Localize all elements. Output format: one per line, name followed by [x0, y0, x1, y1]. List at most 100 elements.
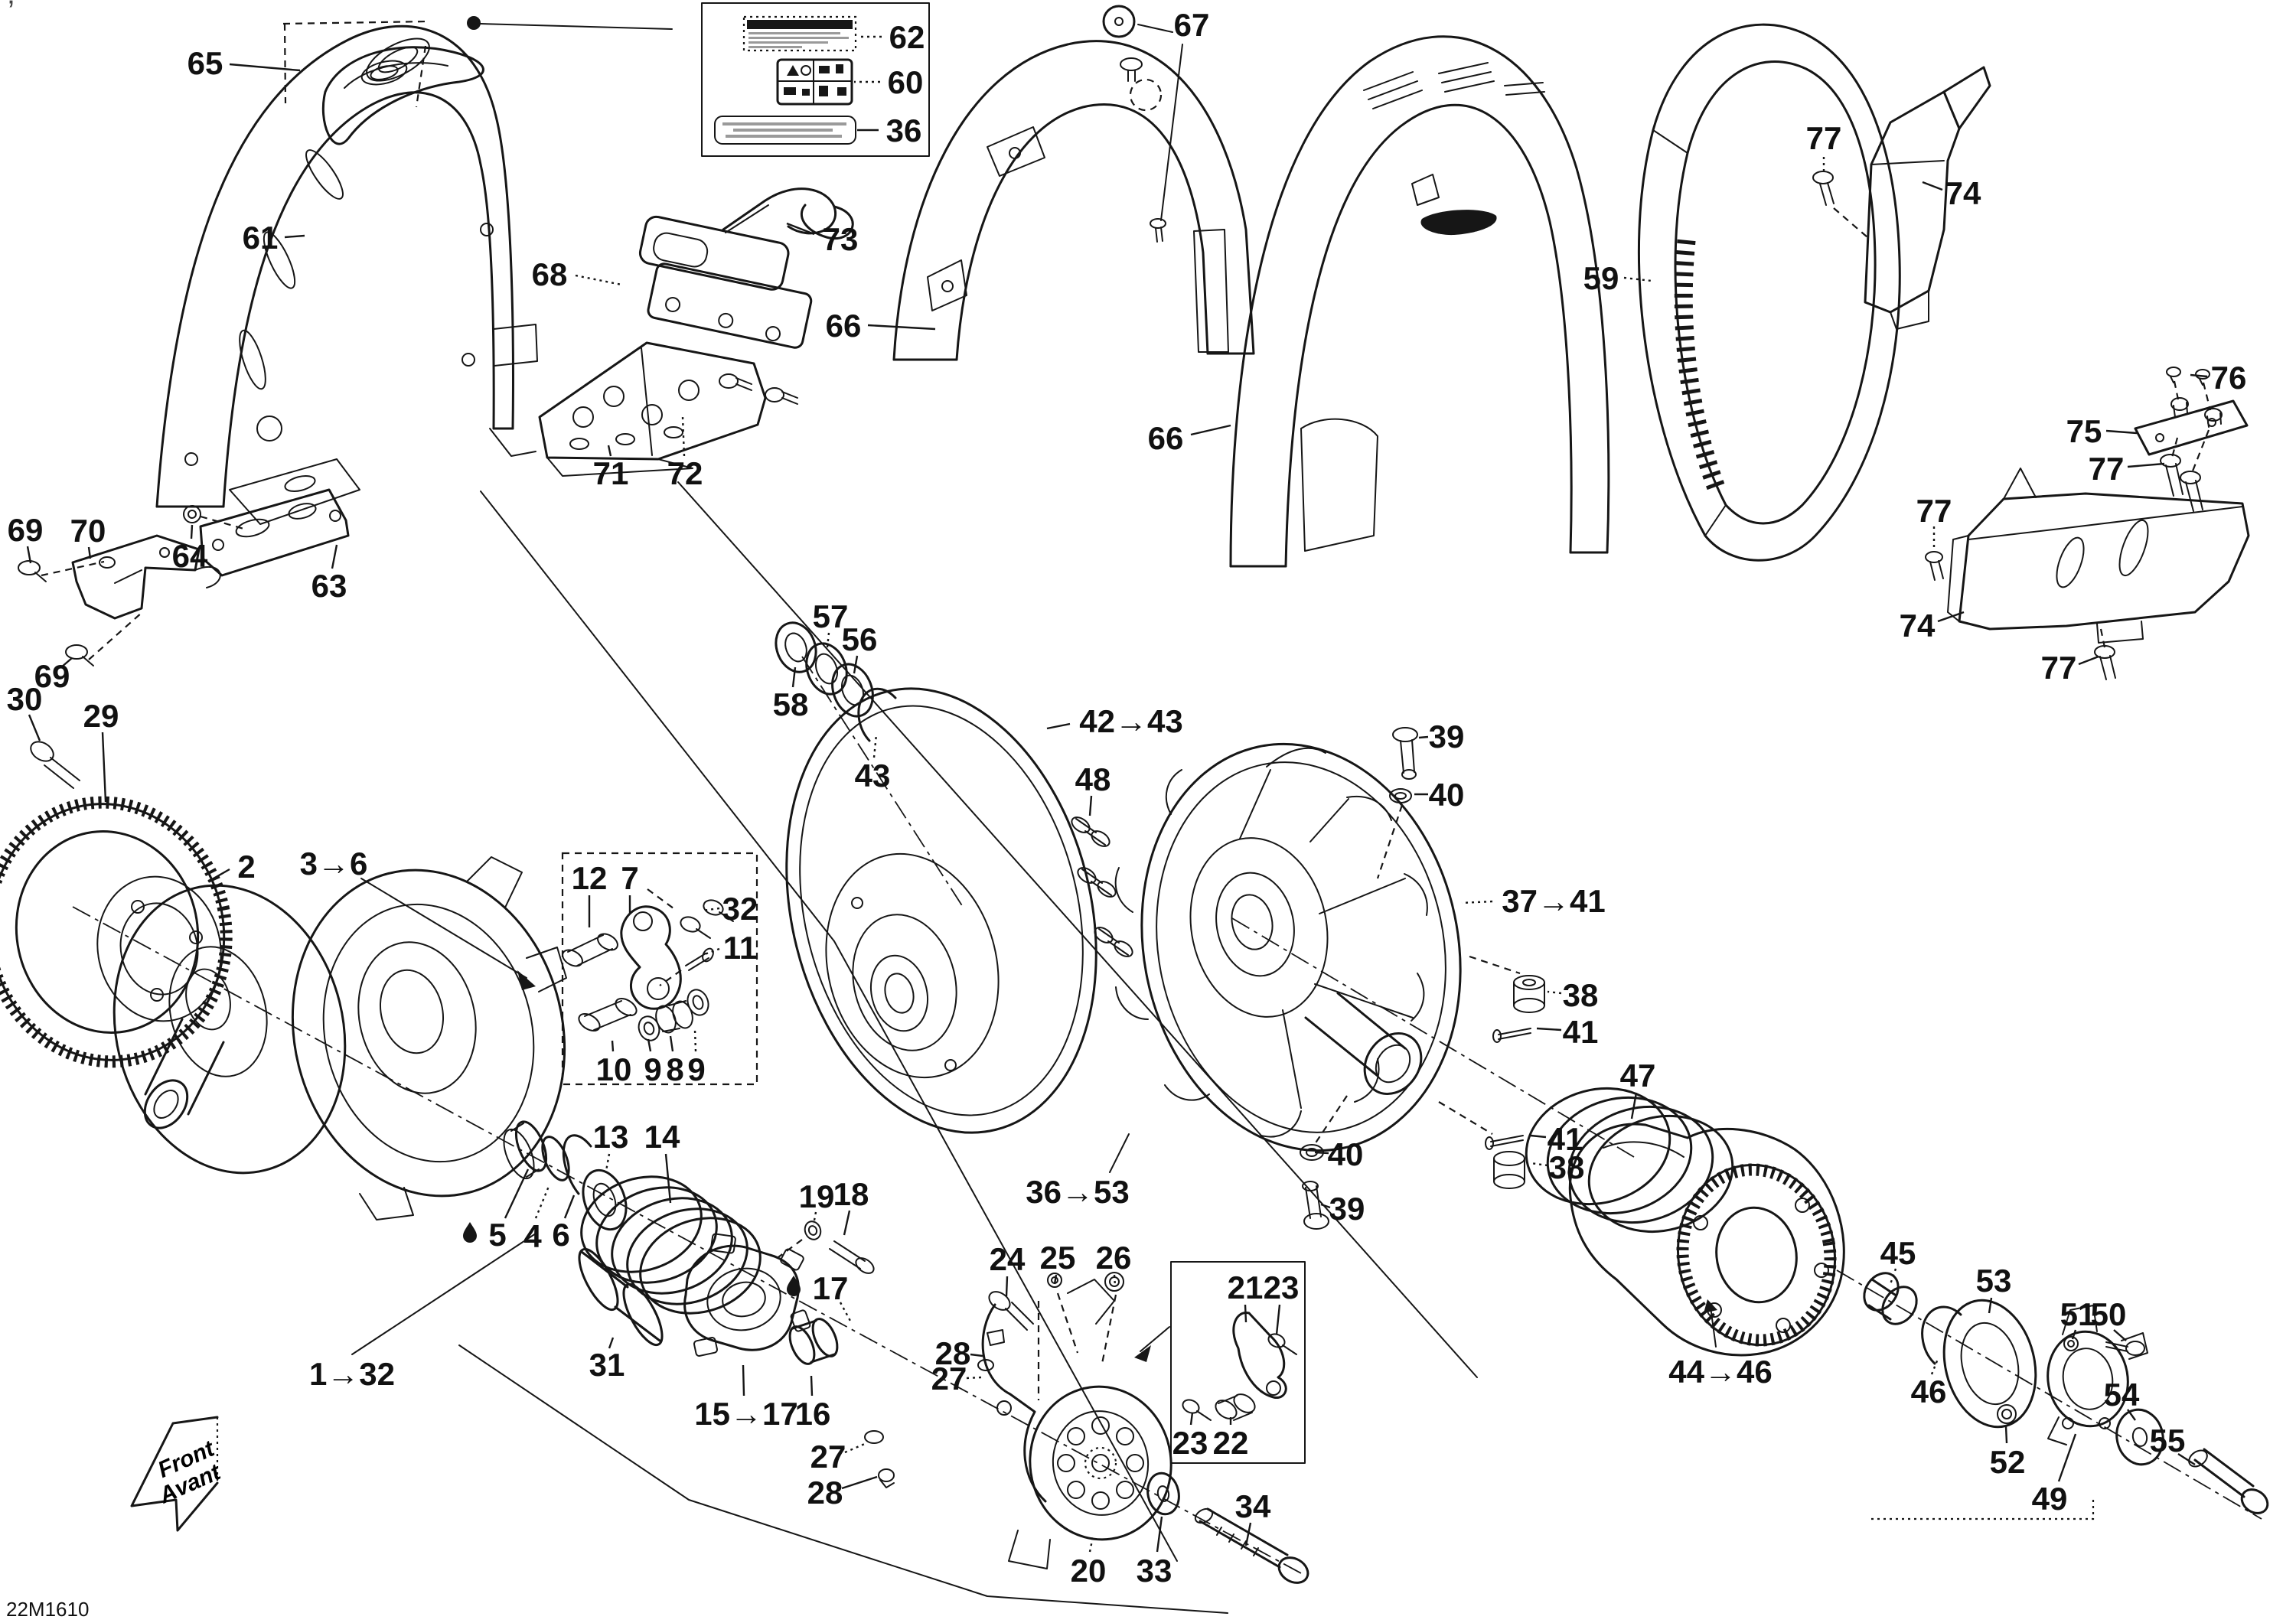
inset-box-governor-lever: [1134, 1261, 1306, 1464]
warning-sticker-36: [714, 116, 856, 145]
parts-56-57-58-washers: [775, 621, 874, 718]
leader-line-28: [841, 1475, 878, 1490]
leader-line-75: [2105, 429, 2138, 435]
front-direction-arrow: Front Avant: [130, 1416, 226, 1532]
part-74-upper-guard: [1812, 66, 1991, 330]
leader-line-18: [843, 1210, 851, 1236]
callout-51: 51: [2060, 1296, 2096, 1332]
part-29-ring-gear: [0, 796, 233, 1068]
callout-47: 47: [1620, 1058, 1656, 1093]
leader-line-24: [1005, 1276, 1009, 1297]
leader-line-27: [966, 1376, 982, 1380]
sheet-code: 22M1610: [6, 1598, 89, 1621]
leader-line-31: [608, 1337, 615, 1349]
leader-line-61: [284, 234, 305, 239]
warning-sticker-62: [742, 15, 857, 52]
callout-46: 46: [1911, 1374, 1947, 1410]
leader-line-57: [826, 632, 830, 648]
part-12-pin: [562, 933, 618, 967]
callout-48: 48: [1075, 761, 1111, 797]
oil-drop-icon: [463, 1222, 477, 1243]
part-66-guard-outer: [1229, 35, 1610, 568]
callout-9: 9: [687, 1051, 705, 1087]
callout-14: 14: [644, 1119, 680, 1155]
part-11-screw: [659, 947, 714, 986]
callout-63: 63: [311, 568, 347, 604]
leader-line-4: [534, 1184, 551, 1219]
warning-sticker-60: [776, 58, 853, 106]
callout-77: 77: [2089, 451, 2125, 487]
callout-73: 73: [823, 221, 859, 257]
part-71-bracket: [538, 341, 767, 477]
callout-17: 17: [813, 1270, 849, 1306]
callout-6: 6: [552, 1217, 569, 1253]
nut-64: [183, 505, 201, 523]
callout-19: 19: [799, 1178, 835, 1214]
callout-23: 23: [1264, 1269, 1300, 1305]
leader-line-29: [101, 732, 107, 803]
part-8-bushing: [655, 1000, 693, 1034]
callout-11: 11: [723, 930, 757, 966]
part-13-washer: [582, 1168, 628, 1231]
callout-45: 45: [1880, 1235, 1916, 1271]
leader-line-49: [2057, 1433, 2077, 1482]
part-55-bolt: [2188, 1448, 2269, 1514]
part-6-snap-ring: [562, 1134, 592, 1195]
callout-67: 67: [1174, 7, 1210, 43]
leader-line-9: [693, 1029, 697, 1052]
part-44-46-cam-housing: [1568, 1123, 1845, 1357]
callout-13: 13: [593, 1119, 629, 1155]
callout-52: 52: [1990, 1444, 2026, 1480]
leader-line-34: [1244, 1522, 1252, 1546]
part-37-41-driven-movable-sheave: [1114, 742, 1462, 1152]
part-63-bracket: [183, 458, 360, 577]
cvt-logo: [1420, 210, 1497, 236]
callout-4: 4: [523, 1218, 542, 1254]
leader-line-77: [2127, 462, 2165, 468]
callout-16: 16: [795, 1396, 831, 1432]
leader-line-9: [647, 1038, 652, 1052]
leader-line-38: [1547, 990, 1562, 995]
callout-77: 77: [1916, 493, 1952, 529]
callout-29: 29: [83, 698, 119, 734]
leader-line-52: [2004, 1426, 2008, 1444]
callout-33: 33: [1137, 1553, 1172, 1589]
callout-42-43: 42→43: [1079, 703, 1182, 739]
leader-line-64: [190, 524, 194, 539]
callout-76: 76: [2211, 360, 2247, 396]
callout-10: 10: [596, 1051, 632, 1087]
callout-18: 18: [833, 1176, 869, 1212]
callout-70: 70: [70, 513, 106, 549]
part-70-bracket: [71, 534, 221, 620]
leader-line-63: [331, 544, 338, 569]
part-24-bolt: [988, 1291, 1034, 1331]
callout-15-17: 15→17: [694, 1396, 797, 1432]
leader-36-53: [1109, 1133, 1130, 1173]
part-76-screws: [2166, 367, 2212, 411]
callout-3-6: 3→6: [300, 846, 368, 882]
leader-line-59: [1623, 276, 1652, 282]
callout-38: 38: [1549, 1149, 1585, 1185]
callout-2: 2: [237, 849, 255, 885]
callout-53: 53: [1976, 1263, 2012, 1299]
leader-line-48: [1088, 795, 1093, 816]
callout-43: 43: [855, 758, 891, 794]
oil-drop-icon: [787, 1276, 801, 1296]
leader-line-69: [60, 657, 73, 668]
callout-62: 62: [889, 19, 925, 55]
part-21-lever: [1232, 1312, 1287, 1399]
callout-75: 75: [2066, 413, 2102, 449]
leader-line-39: [1320, 1203, 1331, 1209]
callout-77: 77: [2041, 650, 2077, 686]
callout-1-32: 1→32: [309, 1356, 395, 1392]
stray-mark: ’: [8, 0, 15, 28]
part-15-17-spider: [683, 1233, 811, 1357]
leader-line-6: [563, 1194, 576, 1219]
leader-line-51: [2071, 1329, 2077, 1340]
leader-line-68: [575, 274, 622, 286]
arrowhead-inset2: [1134, 1345, 1151, 1362]
warning-triangle-icon: [787, 65, 799, 76]
leader-line-41: [1530, 1134, 1547, 1139]
callout-69: 69: [8, 512, 44, 548]
callout-68: 68: [532, 256, 568, 292]
